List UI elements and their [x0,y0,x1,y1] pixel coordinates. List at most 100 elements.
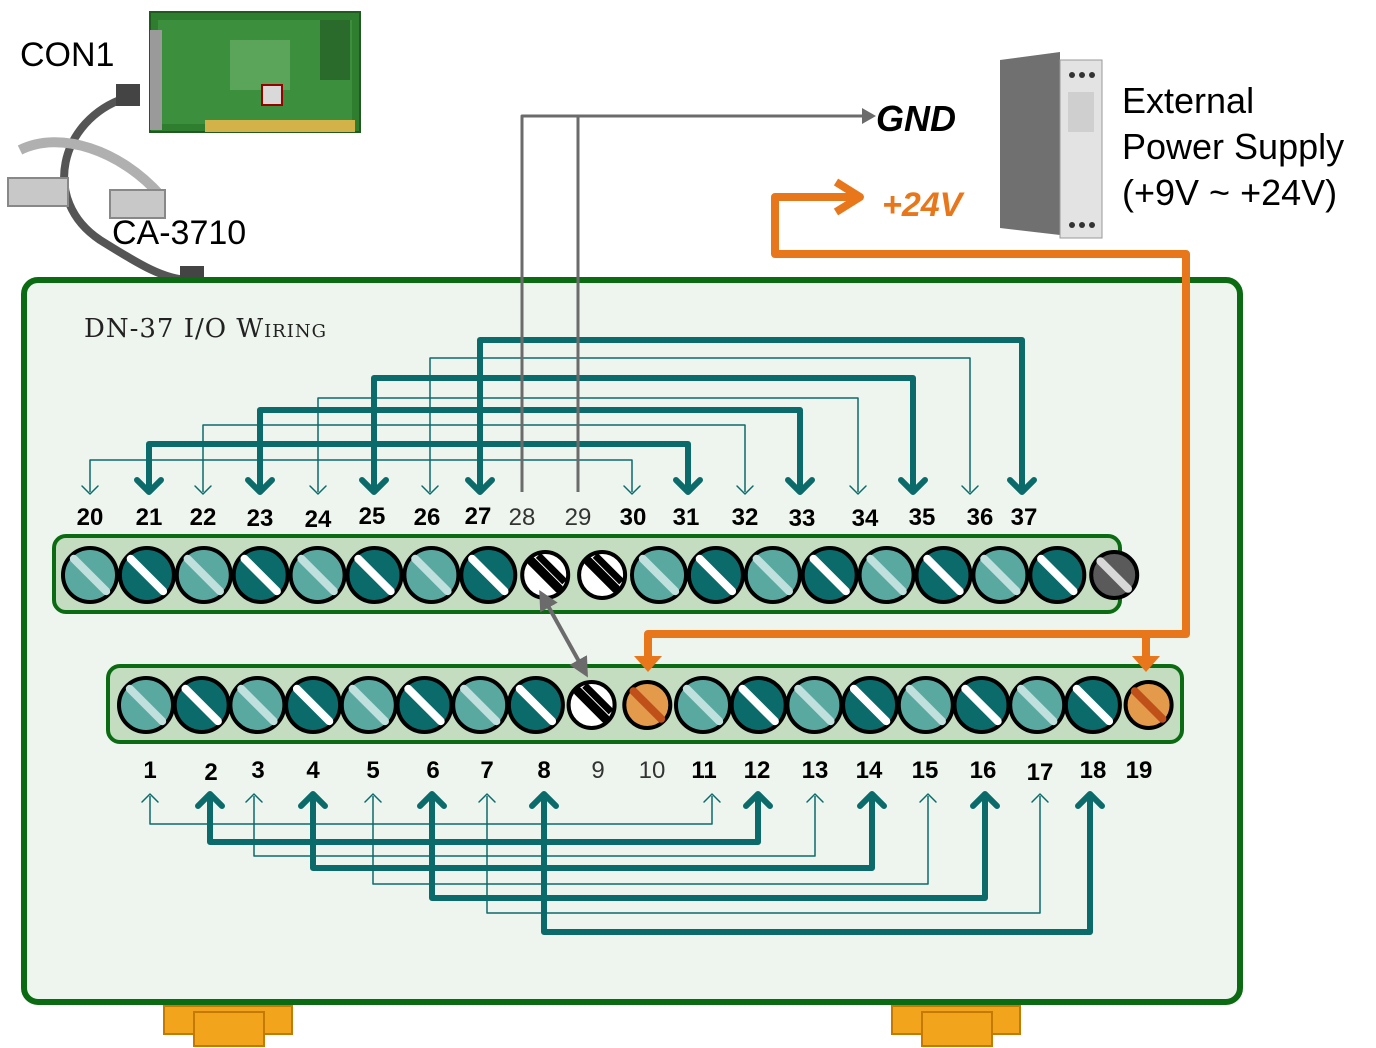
bottom-thin-arrow-b-0 [703,793,721,803]
pin-label-30: 30 [620,504,647,531]
power-supply-image [1000,52,1103,239]
board [21,277,1243,1005]
pin-label-12: 12 [744,757,771,784]
bottom-thick-wire-2 [429,796,988,901]
top-thin-arrow-b-3 [961,485,979,495]
top-thick-arrow-a-3 [465,477,495,495]
pin-label-33: 33 [789,505,816,532]
plus24v-arrow-10 [634,656,662,672]
top-terminal-18 [1089,550,1140,600]
bottom-thick-wire-1 [310,796,875,871]
top-thick-arrow-a-2 [359,477,389,495]
bottom-thick-wire-3 [541,796,1093,935]
pin-label-20: 20 [77,504,104,531]
plus24v-wire-main [644,193,1190,660]
top-terminal-4 [288,546,347,604]
pin-label-2: 2 [204,759,217,786]
pin-label-18: 18 [1080,757,1107,784]
top-terminal-11 [686,546,745,604]
bottom-terminal-4 [284,676,343,734]
bottom-terminal-14 [841,676,900,734]
bottom-terminal-17 [1008,676,1067,734]
bottom-thin-arrow-a-3 [478,793,496,803]
top-terminal-13 [800,546,859,604]
top-thick-wire-1 [257,407,803,490]
pin-label-7: 7 [480,757,493,784]
plus24v-arrow-19 [1132,656,1160,672]
terminals [61,546,1174,734]
top-terminal-15 [914,546,973,604]
pin-label-21: 21 [136,504,163,531]
bottom-thin-arrow-a-0 [141,793,159,803]
pin-label-11: 11 [691,757,716,784]
top-terminal-12 [743,546,802,604]
bottom-terminal-10 [622,680,673,730]
pin-label-28: 28 [509,504,536,531]
top-thin-arrow-a-0 [81,485,99,495]
top-terminal-2 [174,546,233,604]
pin-label-13: 13 [802,757,829,784]
pci-card-image [149,11,361,133]
bottom-thick-arrow-b-0 [743,791,773,809]
top-terminal-1 [117,546,176,604]
pin-label-10: 10 [639,757,666,784]
bottom-terminal-13 [785,676,844,734]
top-terminal-0 [61,546,119,604]
pin-label-1: 1 [143,757,156,784]
bottom-thick-arrow-b-2 [970,791,1000,809]
gnd-wire-28 [520,114,866,492]
top-thin-wire-0 [89,459,633,492]
pin-label-5: 5 [366,757,379,784]
pin-label-31: 31 [673,504,700,531]
bottom-thick-wire-0 [207,796,761,845]
top-thin-arrow-b-2 [849,485,867,495]
bottom-terminal-19 [1123,680,1174,730]
top-thick-arrow-a-0 [134,477,164,495]
top-terminal-14 [857,546,916,604]
plus24v-label: +24V [882,186,963,224]
bottom-thin-arrow-b-1 [806,793,824,803]
pin-label-19: 19 [1126,757,1153,784]
plus24v-arrowhead [833,178,864,216]
bottom-thick-arrow-a-2 [417,791,447,809]
top-thick-wire-2 [371,375,916,490]
pin-label-36: 36 [967,504,994,531]
con1-label: CON1 [20,36,115,74]
bottom-thick-arrow-b-1 [857,791,887,809]
bottom-thin-wire-3 [486,796,1041,914]
pin-label-16: 16 [970,757,997,784]
top-thin-arrow-b-1 [736,485,754,495]
bottom-thin-arrow-b-2 [919,793,937,803]
bottom-terminal-7 [451,676,510,734]
top-thin-wire-3 [429,357,971,492]
pin-label-37: 37 [1011,504,1038,531]
pin-label-9: 9 [591,757,604,784]
bottom-thin-wire-1 [253,796,816,857]
bottom-terminal-18 [1063,676,1122,734]
bottom-terminal-1 [117,676,175,734]
pin-label-17: 17 [1027,759,1054,786]
top-thin-arrow-b-0 [623,485,641,495]
bottom-terminal-16 [952,676,1011,734]
bottom-terminal-6 [395,676,454,734]
top-thick-wire-3 [477,337,1025,490]
supply-line-2: Power Supply [1122,126,1345,167]
din-clip-right [891,1005,1021,1047]
pin-label-27: 27 [465,503,492,530]
bottom-terminal-9 [566,680,617,730]
top-thin-wire-1 [202,424,746,492]
pin-label-3: 3 [251,757,264,784]
pin-label-4: 4 [306,757,320,784]
top-terminal-5 [345,546,404,604]
bottom-thick-arrow-b-3 [1075,791,1105,809]
cable-label: CA-3710 [112,214,247,252]
wires [81,108,1190,935]
supply-line-3: (+9V ~ +24V) [1122,172,1338,213]
bottom-terminal-5 [339,676,398,734]
bottom-terminal-11 [674,676,732,734]
top-thin-arrow-a-1 [194,485,212,495]
pin-label-22: 22 [190,504,217,531]
pin-label-34: 34 [852,505,879,532]
